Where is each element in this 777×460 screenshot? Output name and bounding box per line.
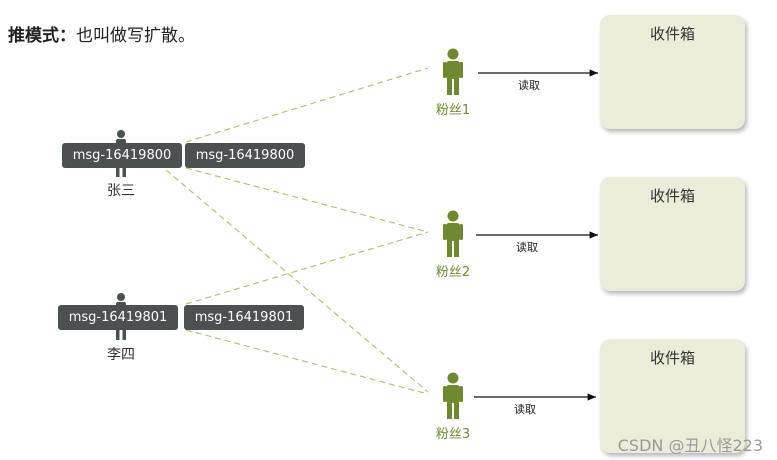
fanout-line-zhangsan-fan3: [165, 169, 429, 393]
read-label: 读取: [514, 403, 536, 416]
sender-name: 李四: [107, 347, 135, 363]
heading-rest: 也叫做写扩散。: [76, 26, 195, 46]
inbox-title: 收件箱: [649, 187, 695, 205]
read-label: 读取: [518, 79, 540, 92]
inbox-box: 收件箱: [600, 339, 745, 453]
fanout-line-lisi-fan2: [185, 231, 429, 305]
fan-name: 粉丝1: [435, 103, 471, 118]
page-heading: 推模式：也叫做写扩散。: [8, 21, 195, 46]
heading-bold: 推模式：: [8, 26, 76, 46]
fan-name: 粉丝2: [435, 265, 471, 280]
inbox-title: 收件箱: [649, 349, 695, 367]
fan-person-icon: [443, 372, 463, 419]
message-copy-box: msg-16419801: [184, 305, 304, 330]
message-box: msg-16419800: [62, 143, 182, 168]
sender-name: 张三: [107, 183, 135, 199]
message-copy-box: msg-16419800: [185, 143, 305, 168]
fanout-line-lisi-fan3: [185, 329, 429, 395]
fanout-line-zhangsan-fan2: [185, 167, 429, 233]
fan-name: 粉丝3: [435, 427, 471, 442]
fan-person-icon: [443, 210, 463, 257]
read-label: 读取: [516, 241, 538, 254]
message-box: msg-16419801: [58, 305, 178, 330]
inbox-box: 收件箱: [600, 15, 745, 129]
inbox-box: 收件箱: [600, 177, 745, 291]
fan-person-icon: [443, 48, 463, 95]
watermark: CSDN @丑八怪223: [617, 436, 763, 455]
fanout-lines: [165, 67, 429, 395]
inbox-title: 收件箱: [649, 25, 695, 43]
fanout-line-zhangsan-fan1: [185, 67, 429, 143]
